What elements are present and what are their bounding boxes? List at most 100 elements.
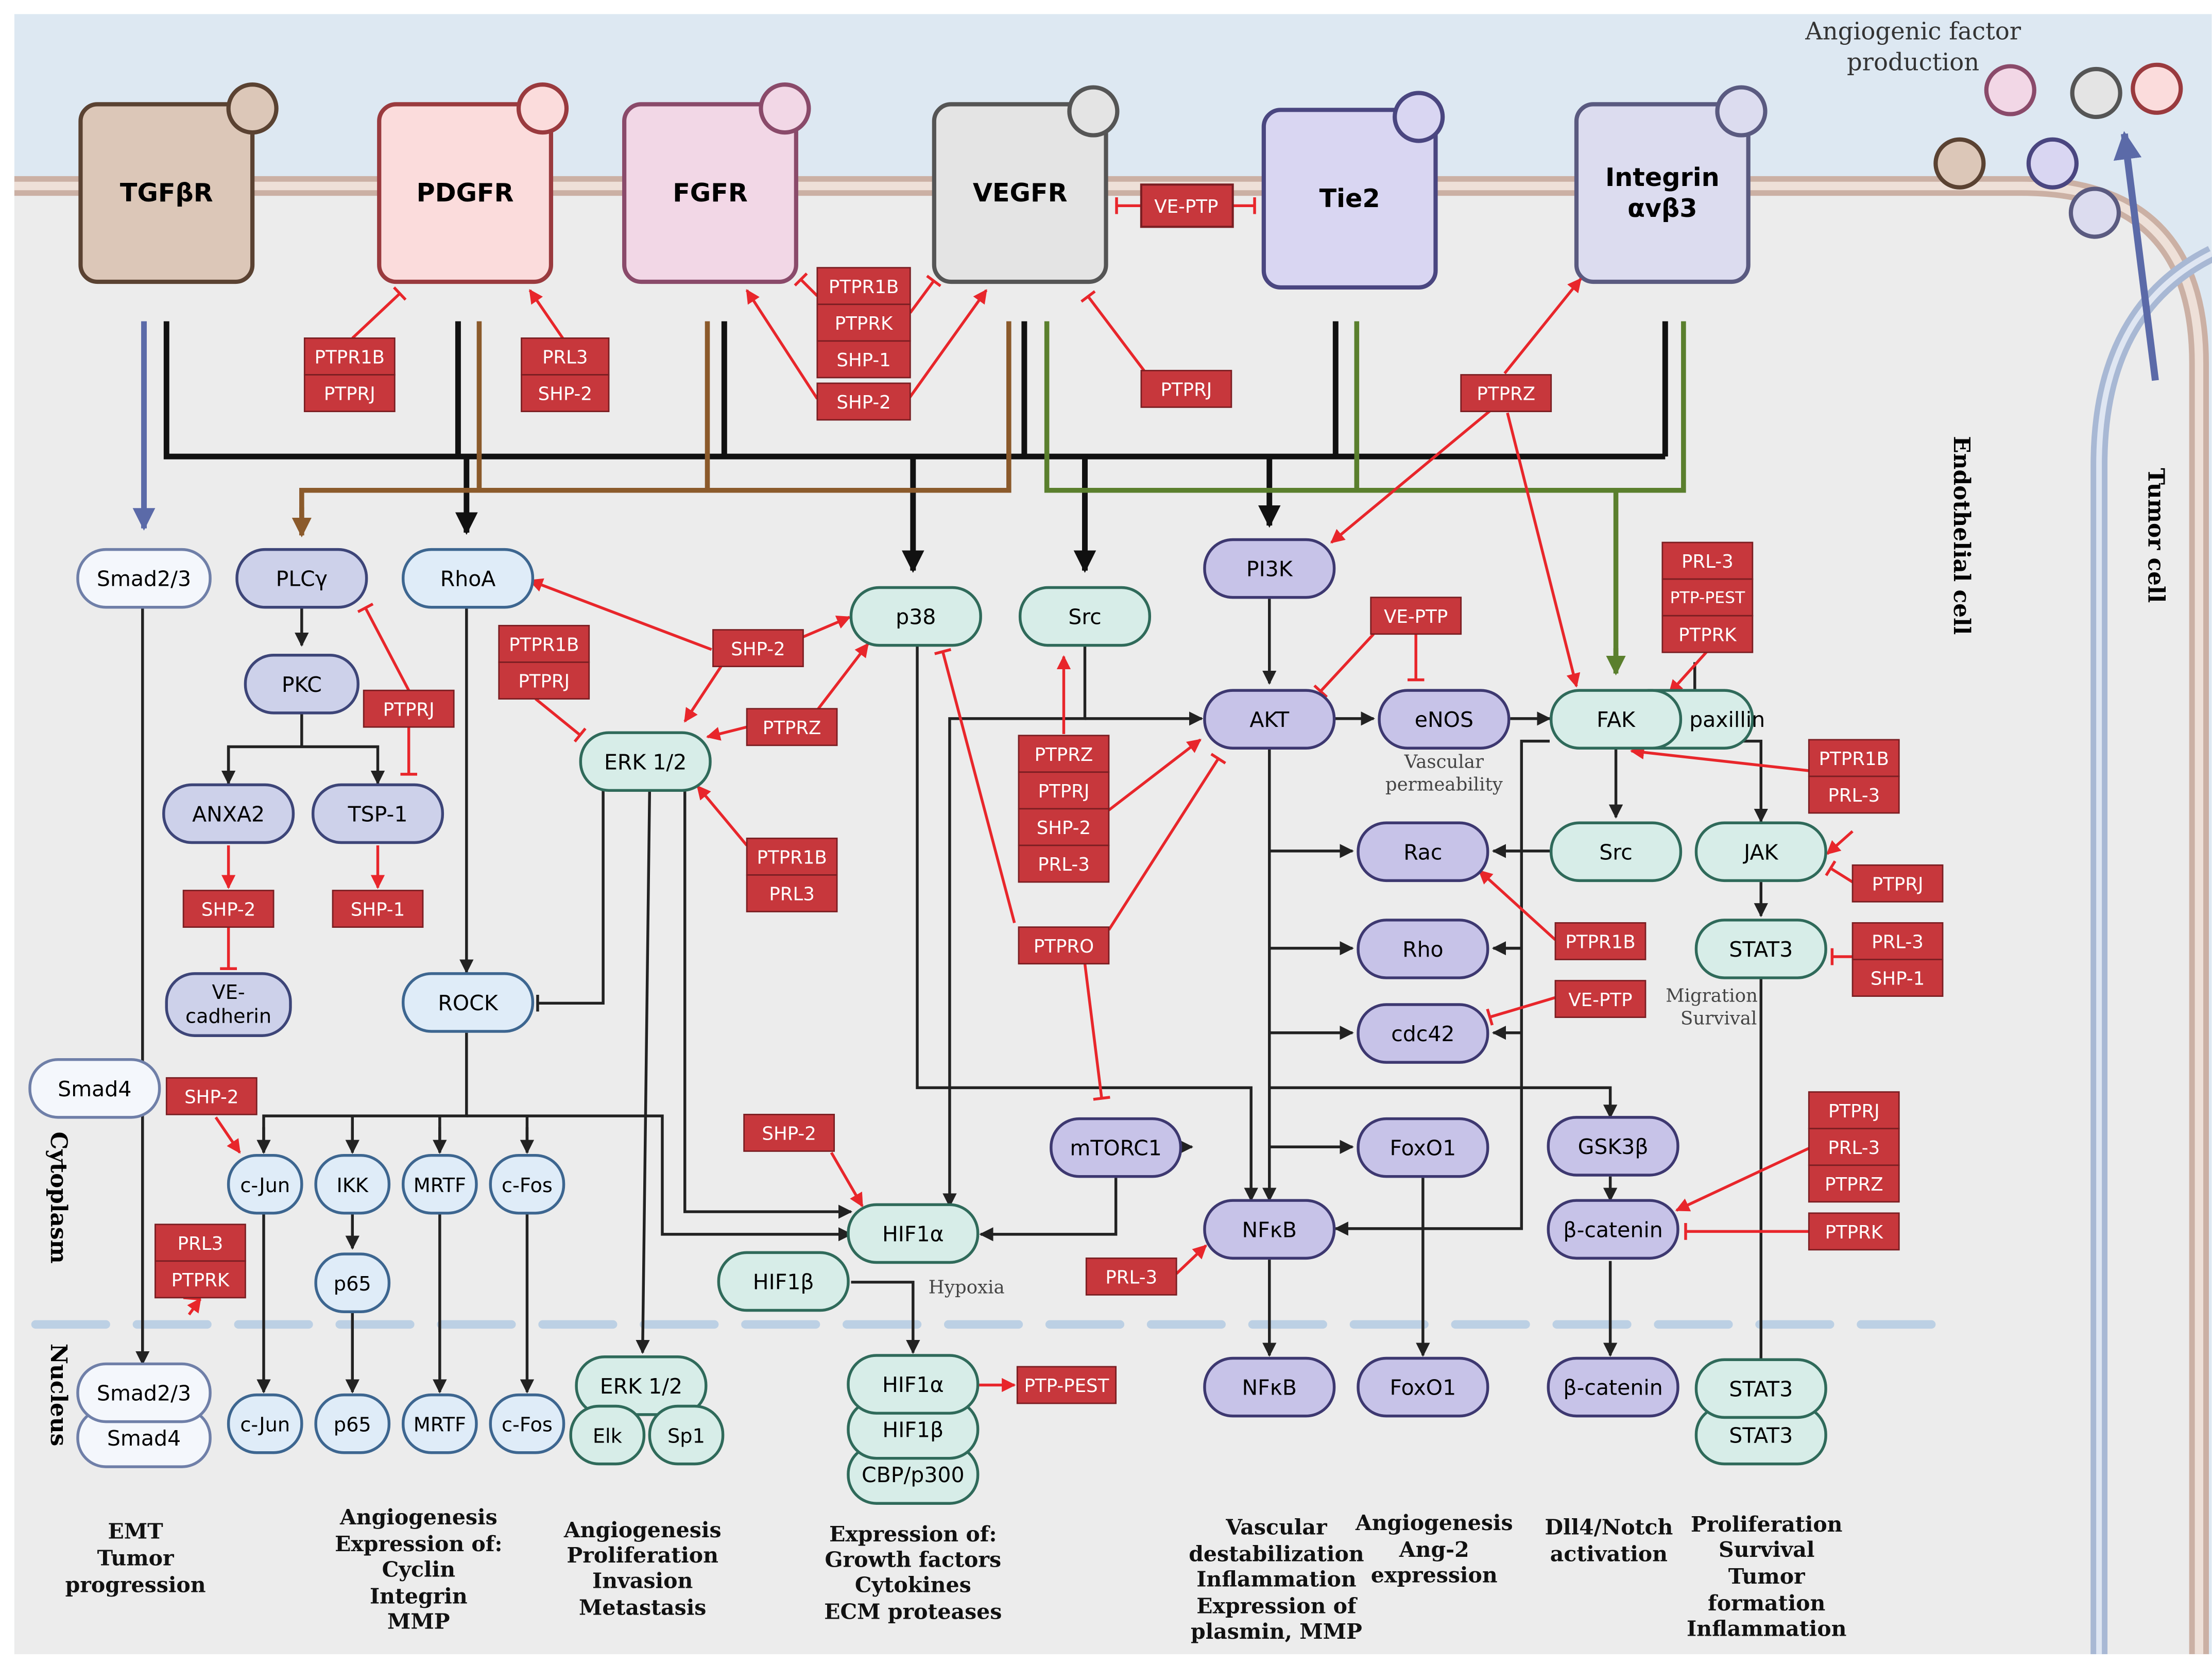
node-rock: ROCK [402, 972, 535, 1033]
svg-text:MRTF: MRTF [414, 1174, 466, 1197]
pathway-edges [135, 599, 1768, 1394]
node-nuc-cfos: c-Fos [489, 1393, 565, 1454]
svg-text:SHP-1: SHP-1 [836, 350, 890, 371]
svg-text:cdc42: cdc42 [1391, 1022, 1454, 1046]
ptp-stat-shp1: SHP-1 [1851, 959, 1944, 997]
node-cfos: c-Fos [489, 1153, 565, 1215]
svg-text:PRL-3: PRL-3 [1682, 551, 1734, 572]
svg-text:ERK 1/2: ERK 1/2 [600, 1374, 682, 1399]
node-plcg: PLCγ [235, 548, 368, 609]
svg-text:TSP-1: TSP-1 [348, 802, 408, 826]
svg-text:Vascular: Vascular [1404, 752, 1484, 773]
annotation-labels: Vascular permeability Hypoxia Migration … [929, 752, 1758, 1298]
svg-text:Ang-2: Ang-2 [1399, 1537, 1469, 1562]
node-nuc-elk: Elk [569, 1404, 646, 1466]
ptp-akt-prl3: PRL-3 [1018, 844, 1110, 883]
ptp-akt-ptprj: PTPRJ [1018, 771, 1110, 810]
ptp-pdgfr-ptprj: PTPRJ [303, 374, 396, 412]
svg-text:Integrin: Integrin [1605, 162, 1720, 192]
phosphatase-inhibition-edges [220, 272, 1854, 1240]
svg-text:PI3K: PI3K [1246, 557, 1293, 582]
svg-text:MRTF: MRTF [414, 1414, 466, 1437]
svg-text:plasmin, MMP: plasmin, MMP [1191, 1619, 1362, 1644]
ptp-hif-ptppest: PTP-PEST [1016, 1366, 1117, 1404]
svg-text:PRL3: PRL3 [178, 1233, 224, 1254]
svg-text:activation: activation [1550, 1541, 1668, 1566]
ptp-rac-ptpr1b: PTPR1B [1554, 922, 1647, 960]
ptp-stat-prl3: PRL-3 [1851, 922, 1944, 960]
svg-text:Angiogenesis: Angiogenesis [1355, 1510, 1513, 1535]
svg-text:Proliferation: Proliferation [567, 1542, 718, 1568]
svg-text:NFκB: NFκB [1242, 1376, 1297, 1400]
ptp-fakb-ptpr1b: PTPR1B [1808, 739, 1900, 777]
cytoplasm-nodes: Smad2/3 PLCγ RhoA p38 Src PI3K PKC ERK 1… [28, 538, 1827, 1313]
ptp-tsp-shp1: SHP-1 [332, 890, 424, 928]
svg-text:formation: formation [1708, 1590, 1825, 1616]
svg-text:αvβ3: αvβ3 [1627, 193, 1697, 223]
svg-text:Survival: Survival [1719, 1537, 1814, 1562]
svg-text:PTPRJ: PTPRJ [383, 699, 435, 720]
node-nuc-smad4: Smad4 [76, 1407, 212, 1468]
svg-text:Vascular: Vascular [1225, 1514, 1328, 1539]
node-nuc-sp1: Sp1 [648, 1404, 725, 1466]
receptor-integrin: Integrin αvβ3 [1574, 85, 1768, 284]
svg-text:Smad2/3: Smad2/3 [97, 567, 191, 591]
node-nuc-mrtf: MRTF [402, 1393, 478, 1454]
angiogenic-factor-label: Angiogenic factor production [1805, 18, 2021, 76]
svg-text:ECM proteases: ECM proteases [824, 1599, 1002, 1624]
factor-dot-red [2131, 62, 2183, 115]
svg-text:SHP-2: SHP-2 [762, 1124, 816, 1145]
svg-text:Elk: Elk [593, 1425, 623, 1448]
svg-text:SHP-2: SHP-2 [836, 392, 890, 413]
svg-text:Expression of:: Expression of: [829, 1521, 997, 1547]
svg-text:Sp1: Sp1 [667, 1425, 705, 1448]
node-akt: AKT [1203, 689, 1336, 750]
node-gsk3b: GSK3β [1547, 1116, 1679, 1177]
ptp-erk-ptprj: PTPRJ [498, 661, 590, 700]
node-hif1b: HIF1β [717, 1251, 850, 1312]
svg-text:Integrin: Integrin [370, 1583, 468, 1608]
node-nuc-nfkb: NFκB [1203, 1356, 1336, 1418]
node-p38: p38 [849, 586, 982, 647]
phosphatase-veptp-receptors: VE-PTP [1115, 183, 1256, 228]
node-nuc-smad23: Smad2/3 [76, 1362, 212, 1423]
node-nuc-stat3b: STAT3 [1694, 1404, 1827, 1466]
node-nuc-stat3a: STAT3 [1694, 1358, 1827, 1419]
svg-text:PDGFR: PDGFR [417, 178, 514, 208]
ptp-erk-ptprz: PTPRZ [746, 708, 838, 746]
receptor-tgfbr: TGFβR [78, 82, 279, 284]
ptp-cdc-veptp: VE-PTP [1554, 980, 1647, 1018]
node-bcatenin: β-catenin [1547, 1199, 1679, 1260]
ptp-bcat-ptprk: PTPRK [1808, 1212, 1900, 1251]
ptp-pdgfr-shp2: SHP-2 [521, 374, 610, 412]
node-smad23: Smad2/3 [76, 548, 212, 609]
factor-dot-brown [1933, 137, 1986, 190]
node-jak: JAK [1694, 821, 1827, 882]
svg-text:TGFβR: TGFβR [120, 178, 213, 208]
svg-text:PTPR1B: PTPR1B [757, 847, 827, 869]
svg-text:Dll4/Notch: Dll4/Notch [1545, 1514, 1673, 1539]
svg-text:VEGFR: VEGFR [973, 178, 1068, 208]
svg-text:PRL-3: PRL-3 [1105, 1267, 1157, 1288]
svg-text:Inflammation: Inflammation [1687, 1616, 1846, 1641]
svg-text:ROCK: ROCK [438, 991, 498, 1015]
svg-text:PRL-3: PRL-3 [1828, 1137, 1880, 1159]
node-nuc-hif1a: HIF1α [847, 1354, 980, 1415]
ptp-vegfr-ptpr1b: PTPR1B [816, 267, 911, 305]
ptp-bcat-prl3: PRL-3 [1808, 1128, 1900, 1166]
svg-text:FoxO1: FoxO1 [1390, 1376, 1456, 1400]
ptp-nfkb-prl3: PRL-3 [1085, 1257, 1177, 1296]
node-pi3k: PI3K [1203, 538, 1336, 599]
svg-text:SHP-1: SHP-1 [351, 899, 405, 921]
node-rho: Rho [1357, 919, 1489, 979]
node-nuc-cbp: CBP/p300 [847, 1444, 980, 1505]
svg-text:FoxO1: FoxO1 [1390, 1136, 1456, 1161]
svg-text:c-Fos: c-Fos [502, 1414, 553, 1437]
svg-text:Angiogenesis: Angiogenesis [339, 1504, 498, 1530]
svg-text:PTPRZ: PTPRZ [763, 718, 821, 739]
svg-text:PTPRZ: PTPRZ [1477, 384, 1535, 405]
svg-text:Inflammation: Inflammation [1196, 1567, 1356, 1592]
svg-text:p38: p38 [896, 605, 936, 630]
